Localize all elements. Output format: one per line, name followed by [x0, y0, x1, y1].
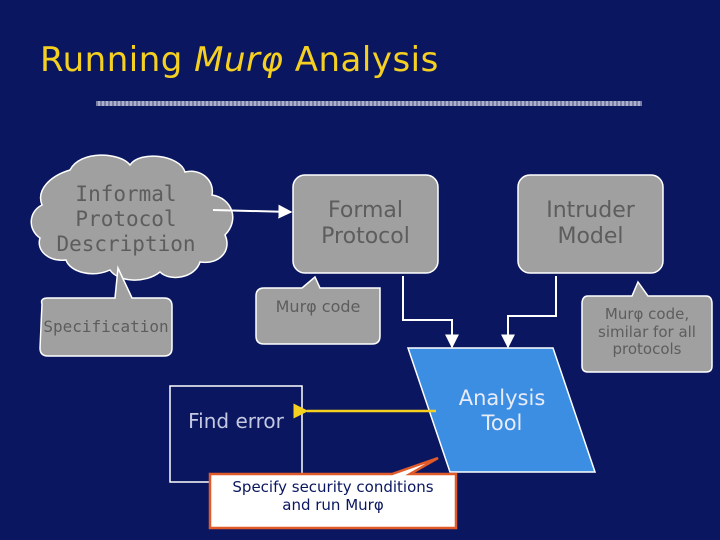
find-error-box: [169, 385, 303, 483]
murphi-code-label: Murφ code: [275, 297, 361, 316]
formal-protocol-box: [292, 174, 439, 274]
title-underline: [96, 101, 642, 106]
specify-callout-label: Specify security conditions and run Murφ: [210, 478, 456, 514]
informal-description-label: Informal Protocol Description: [52, 182, 200, 256]
informal-line-2: Protocol: [75, 206, 177, 231]
arrow-intruder-to-analysis: [501, 276, 557, 349]
specify-callout: [208, 456, 458, 530]
analysis-tool-label: Analysis Tool: [440, 386, 564, 436]
informal-cloud: [30, 154, 234, 281]
title-prefix: Running: [40, 40, 195, 80]
murphi-similar-callout: [581, 280, 713, 373]
murphi-code-callout: [255, 275, 381, 345]
formal-line-2: Protocol: [321, 223, 410, 249]
informal-line-1: Informal: [75, 182, 177, 206]
murphi-similar-line-1: Murφ code,: [604, 305, 690, 323]
find-error-label: Find error: [188, 409, 284, 433]
formal-line-1: Formal: [327, 198, 403, 223]
intruder-line-1: Intruder: [546, 198, 635, 223]
slide-title: Running Murφ Analysis: [40, 40, 439, 80]
murphi-similar-line-2: similar for all: [598, 322, 696, 341]
formal-protocol-label: Formal Protocol: [293, 198, 438, 250]
arrow-formal-to-analysis: [402, 276, 459, 349]
murphi-similar-label: Murφ code, similar for all protocols: [582, 305, 712, 359]
arrow-informal-to-formal: [212, 204, 293, 219]
murphi-similar-line-3: protocols: [612, 340, 682, 359]
informal-line-3: Description: [56, 231, 196, 256]
specify-line-2: and run Murφ: [282, 495, 384, 514]
intruder-line-2: Model: [557, 223, 624, 249]
title-murphi: Murφ: [194, 40, 284, 80]
intruder-model-box: [517, 174, 664, 274]
title-suffix: Analysis: [283, 40, 439, 80]
analysis-line-1: Analysis: [458, 386, 546, 410]
analysis-line-2: Tool: [481, 410, 523, 435]
specify-line-1: Specify security conditions: [232, 478, 434, 496]
specification-label: Specification: [43, 317, 169, 336]
specification-bubble: [39, 265, 173, 357]
intruder-model-label: Intruder Model: [518, 198, 663, 250]
